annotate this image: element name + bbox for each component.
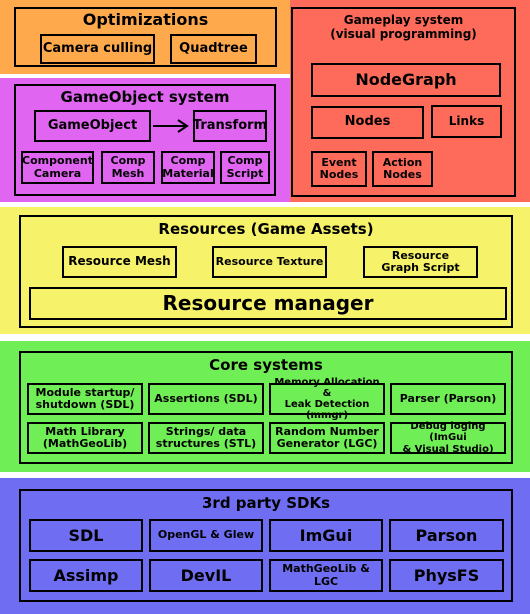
resources-title: Resources (Game Assets) [158, 220, 374, 238]
resource-mesh-box: Resource Mesh [62, 246, 177, 278]
resource-manager-box: Resource manager [29, 287, 507, 320]
comp-mesh-box: Comp Mesh [101, 151, 155, 184]
gameplay-system-panel [290, 0, 530, 202]
parser-box: Parser (Parson) [390, 383, 506, 415]
gameobject-system-frame [14, 84, 276, 196]
gameplay-system-frame [291, 7, 516, 197]
links-box: Links [431, 105, 502, 138]
module-startup-box: Module startup/ shutdown (SDL) [27, 383, 143, 415]
core-systems-frame [19, 351, 513, 464]
assertions-box: Assertions (SDL) [148, 383, 264, 415]
imgui-box: ImGui [269, 519, 383, 552]
comp-script-box: Comp Script [220, 151, 270, 184]
resources-panel [0, 207, 530, 334]
sdl-box: SDL [29, 519, 143, 552]
physfs-box: PhysFS [389, 559, 504, 592]
gameobject-system-title: GameObject system [60, 88, 230, 106]
nodes-box: Nodes [311, 106, 424, 139]
resources-frame [19, 215, 513, 328]
arrow-right-icon [153, 119, 189, 133]
quadtree-box: Quadtree [170, 34, 257, 64]
parson-box: Parson [389, 519, 504, 552]
math-library-box: Math Library (MathGeoLib) [27, 422, 143, 454]
optimizations-frame [14, 7, 277, 67]
debug-logging-box: Debug loging (ImGui & Visual Studio) [390, 421, 506, 455]
optimizations-title: Optimizations [82, 10, 209, 29]
random-number-generator-box: Random Number Generator (LGC) [269, 422, 385, 454]
camera-culling-box: Camera culling [40, 34, 155, 64]
third-party-sdks-frame [19, 489, 513, 602]
strings-data-structures-box: Strings/ data structures (STL) [148, 422, 264, 454]
memory-allocation-box: Memory Allocation & Leak Detection (mmgr… [269, 377, 385, 421]
resource-graph-script-box: Resource Graph Script [363, 246, 478, 278]
opengl-glew-box: OpenGL & Glew [149, 519, 263, 552]
comp-material-box: Comp Material [161, 151, 215, 184]
devil-box: DevIL [149, 559, 263, 592]
core-systems-title: Core systems [209, 356, 323, 374]
assimp-box: Assimp [29, 559, 143, 592]
gameobject-box: GameObject [34, 110, 151, 142]
transform-box: Transform [193, 110, 267, 142]
action-nodes-box: Action Nodes [372, 151, 433, 187]
component-camera-box: Component Camera [21, 151, 94, 184]
gameplay-system-title: Gameplay system (visual programming) [330, 13, 477, 42]
mathgeolib-lgc-box: MathGeoLib & LGC [269, 559, 383, 592]
resource-texture-box: Resource Texture [212, 246, 327, 278]
core-systems-panel [0, 341, 530, 472]
nodegraph-box: NodeGraph [311, 63, 501, 97]
optimizations-panel [0, 0, 290, 74]
third-party-sdks-title: 3rd party SDKs [201, 494, 331, 512]
event-nodes-box: Event Nodes [311, 151, 367, 187]
